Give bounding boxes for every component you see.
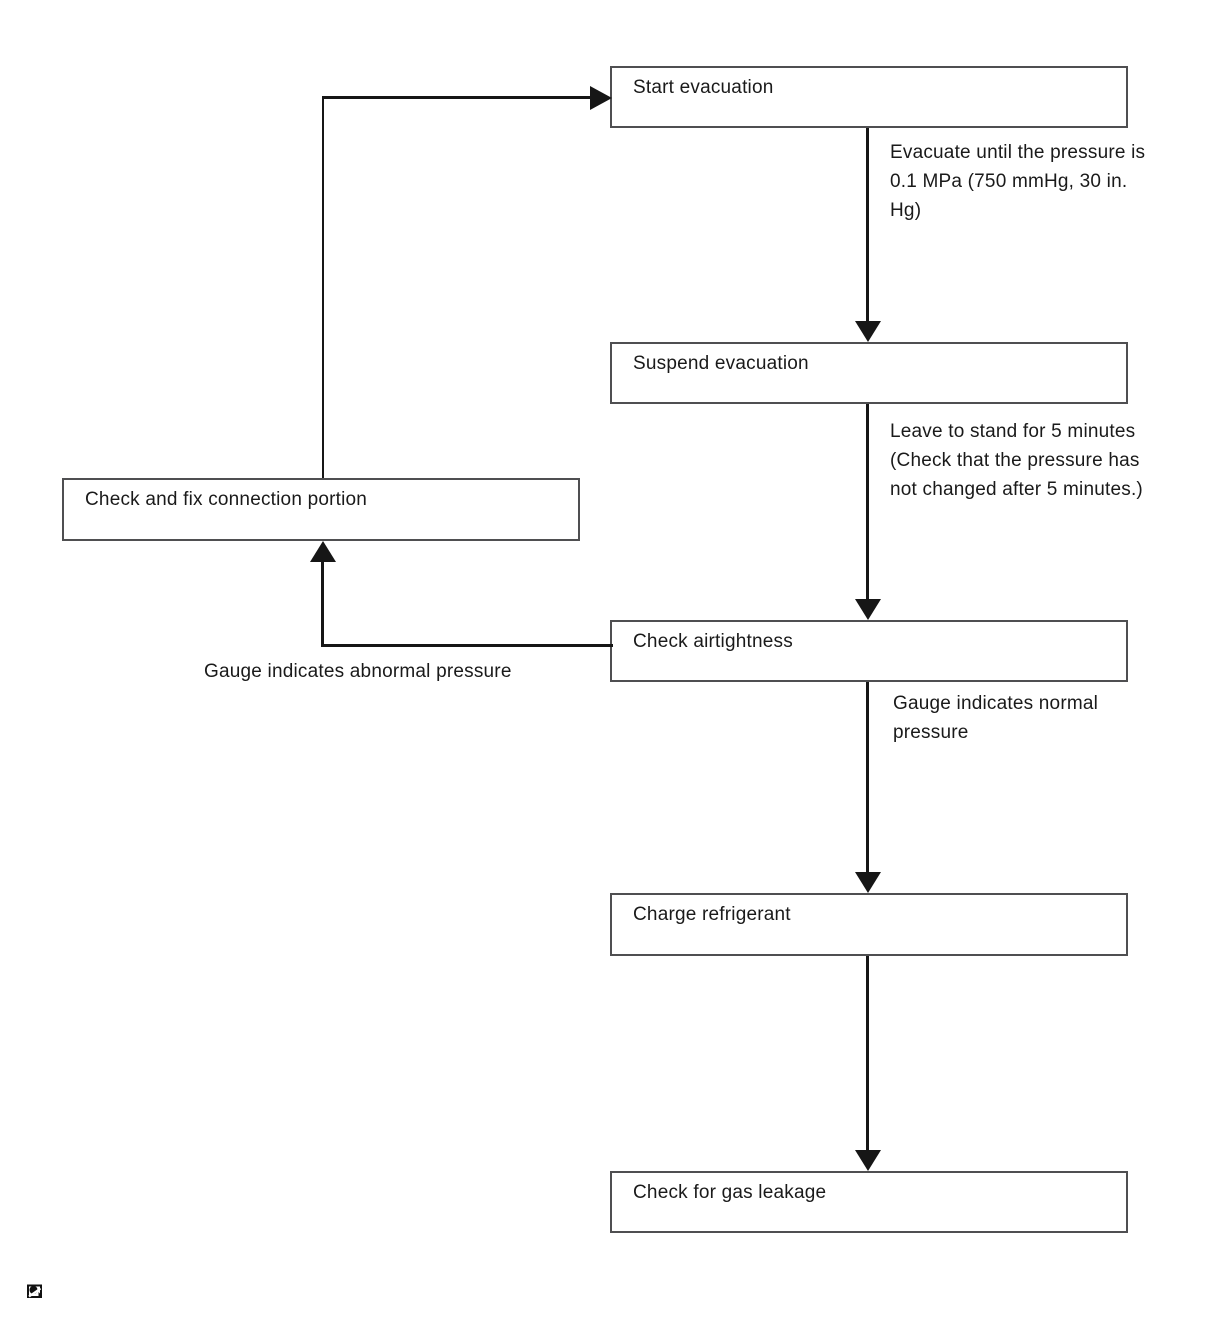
arrow-suspend-to-airtightness-line bbox=[866, 404, 869, 601]
arrow-airtightness-to-fix-head-icon bbox=[310, 541, 336, 562]
annotation-gauge-normal-pressure: Gauge indicates normal pressure bbox=[893, 693, 1099, 743]
arrow-charge-to-leakage-head-icon bbox=[855, 1150, 881, 1171]
box-check-for-gas-leakage: Check for gas leakage bbox=[610, 1171, 1128, 1233]
arrow-fix-to-start-hline bbox=[322, 96, 592, 99]
arrow-suspend-to-airtightness-head-icon bbox=[855, 599, 881, 620]
box-check-for-gas-leakage-label: Check for gas leakage bbox=[633, 1182, 827, 1203]
annotation-evacuate-pressure: Evacuate until the pressure is 0.1 MPa (… bbox=[890, 142, 1146, 221]
annotation-leave-to-stand: Leave to stand for 5 minutes (Check that… bbox=[890, 421, 1143, 500]
box-start-evacuation: Start evacuation bbox=[610, 66, 1128, 128]
box-suspend-evacuation-label: Suspend evacuation bbox=[633, 353, 809, 374]
arrow-airtightness-to-fix-vline bbox=[321, 560, 324, 647]
box-check-airtightness: Check airtightness bbox=[610, 620, 1128, 682]
box-check-and-fix-connection-portion: Check and fix connection portion bbox=[62, 478, 580, 541]
arrow-fix-to-start-head-icon bbox=[590, 86, 612, 110]
arrow-airtightness-to-fix-hline bbox=[322, 644, 613, 647]
arrow-start-to-suspend-line bbox=[866, 128, 869, 324]
box-check-airtightness-label: Check airtightness bbox=[633, 631, 793, 652]
box-charge-refrigerant: Charge refrigerant bbox=[610, 893, 1128, 956]
arrow-fix-to-start-vline bbox=[322, 97, 324, 478]
arrow-airtightness-to-charge-line bbox=[866, 682, 869, 874]
box-start-evacuation-label: Start evacuation bbox=[633, 77, 774, 98]
annotation-gauge-abnormal-pressure: Gauge indicates abnormal pressure bbox=[204, 661, 512, 682]
box-suspend-evacuation: Suspend evacuation bbox=[610, 342, 1128, 404]
arrow-airtightness-to-charge-head-icon bbox=[855, 872, 881, 893]
box-charge-refrigerant-label: Charge refrigerant bbox=[633, 904, 791, 925]
image-placeholder-icon bbox=[26, 1283, 44, 1304]
arrow-charge-to-leakage-line bbox=[866, 956, 869, 1152]
arrow-start-to-suspend-head-icon bbox=[855, 321, 881, 342]
box-check-and-fix-connection-portion-label: Check and fix connection portion bbox=[85, 489, 368, 510]
